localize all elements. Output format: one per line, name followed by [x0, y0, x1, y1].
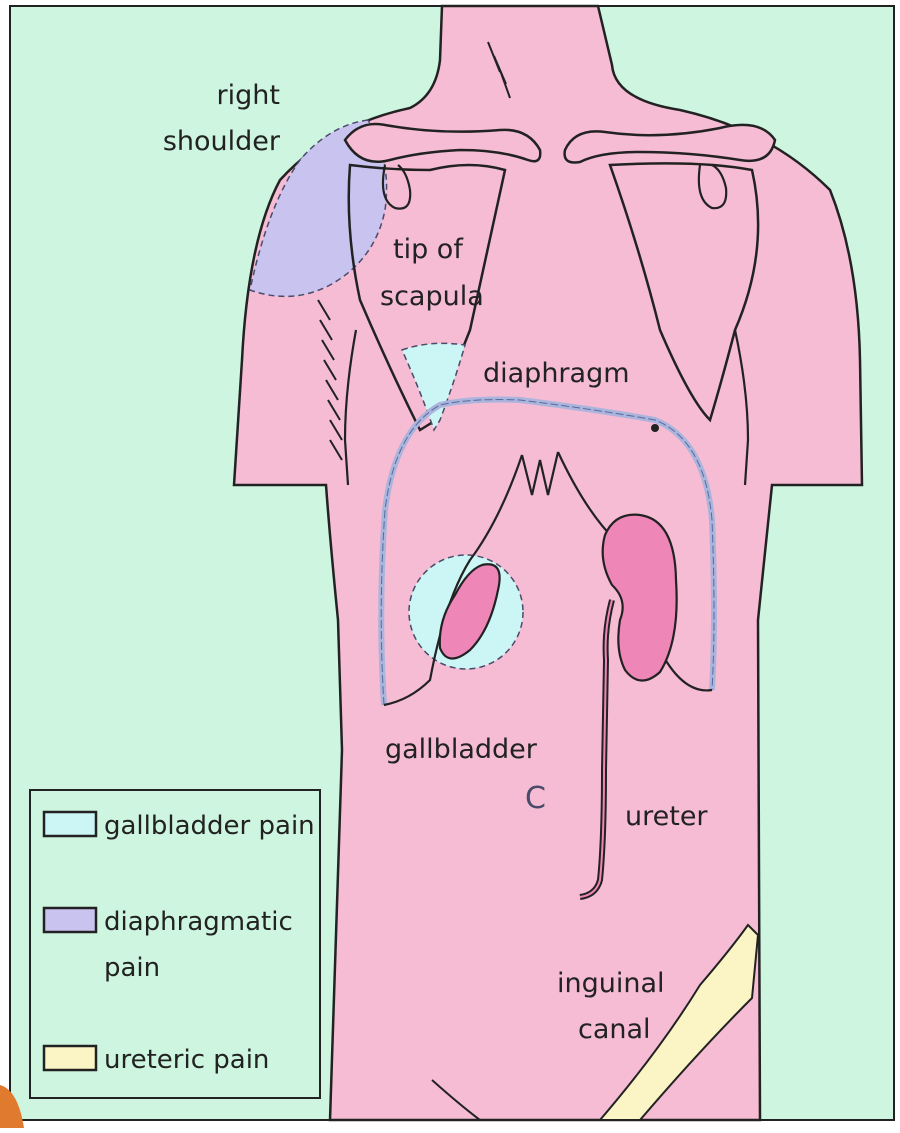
- label-ureter: ureter: [625, 801, 708, 832]
- label-right-shoulder-line1: right: [217, 80, 280, 111]
- label-right-shoulder-line2: shoulder: [163, 126, 281, 157]
- label-inguinal-canal-line1: inguinal: [557, 968, 665, 999]
- legend-label-gallbladder-pain: gallbladder pain: [104, 811, 315, 841]
- diaphragm-dot: [651, 424, 659, 432]
- legend-swatch-ureteric: [44, 1046, 96, 1070]
- label-c-mark: C: [525, 781, 546, 816]
- legend-label-diaphragmatic-line2: pain: [104, 953, 160, 983]
- legend-swatch-gallbladder: [44, 812, 96, 836]
- legend-label-ureteric-pain: ureteric pain: [104, 1045, 269, 1075]
- label-diaphragm: diaphragm: [483, 358, 630, 389]
- legend-label-diaphragmatic-line1: diaphragmatic: [104, 907, 293, 937]
- label-tip-of-scapula-line2: scapula: [380, 281, 484, 312]
- label-gallbladder: gallbladder: [385, 734, 538, 765]
- label-tip-of-scapula-line1: tip of: [393, 234, 464, 265]
- legend: gallbladder pain diaphragmatic pain uret…: [30, 790, 320, 1098]
- label-inguinal-canal-line2: canal: [578, 1014, 651, 1045]
- legend-swatch-diaphragmatic: [44, 908, 96, 932]
